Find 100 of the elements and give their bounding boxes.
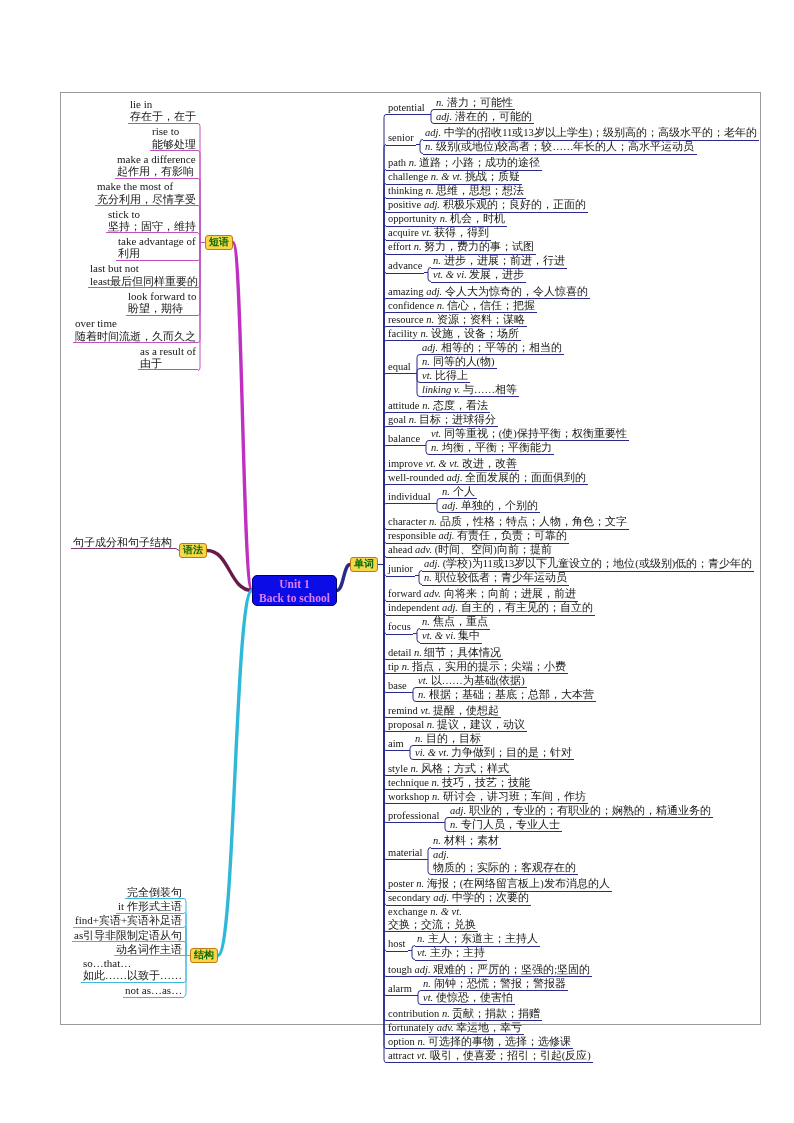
entry-label: rise to 能够处理 — [150, 125, 198, 152]
entry-label: find+宾语+宾语补足语 — [73, 914, 185, 928]
sense-label: n. 闹钟；恐慌；警报；警报器 — [421, 977, 568, 991]
subtitle-text: Back to school — [258, 590, 331, 605]
sense-label: vt. 主办；主持 — [415, 947, 487, 961]
sense-label: adj. 职业的，专业的；有职业的；娴熟的，精通业务的 — [448, 805, 713, 819]
entry-label: option n. 可选择的事物，选择；选修课 — [386, 1035, 573, 1050]
entry-label: secondary adj. 中学的；次要的 — [386, 892, 531, 906]
headword-label: focus — [386, 621, 413, 635]
sense-label: n. 材料；素材 — [431, 835, 501, 849]
sense-label: adj. 潜在的，可能的 — [434, 111, 534, 125]
entry-label: responsible adj. 有责任，负责；可靠的 — [386, 530, 570, 544]
branch-box: 结构 — [190, 948, 218, 963]
sense-label: adj. 单独的，个别的 — [440, 500, 540, 514]
branch-box: 语法 — [179, 543, 207, 558]
sense-label: n. 目的，目标 — [413, 732, 483, 747]
entry-label: resource n. 资源；资料；谋略 — [386, 313, 527, 327]
entry-label: poster n. 海报；(在网络留言板上)发布消息的人 — [386, 878, 612, 892]
entry-label: confidence n. 信心，信任；把握 — [386, 299, 538, 313]
entry-label: attract vt. 吸引，使喜爱；招引；引起(反应) — [386, 1049, 593, 1064]
branch-line — [336, 563, 351, 592]
sense-label: n. 焦点，重点 — [420, 616, 490, 630]
sense-label: n. 专门人员，专业人士 — [448, 819, 562, 833]
sense-label: linking v. 与……相等 — [420, 383, 519, 397]
entry-label: tip n. 指点，实用的提示；尖端；小费 — [386, 660, 569, 674]
entry-label: character n. 品质，性格；特点；人物，角色；文字 — [386, 516, 629, 530]
entry-label: 完全倒装句 — [125, 886, 184, 900]
entry-label: not as…as… — [123, 984, 185, 998]
connector-line — [412, 628, 421, 643]
entry-label: so…that… 如此……以致于…… — [81, 957, 184, 983]
branch-box: 单词 — [350, 557, 378, 572]
entry-label: path n. 道路；小路；成功的途径 — [386, 157, 543, 171]
connector-line — [426, 109, 435, 124]
connector-line — [423, 847, 432, 875]
sense-label: n. 级别(或地位)较高者；较……年长的人；高水平运动员 — [423, 141, 697, 155]
headword-label: equal — [386, 360, 413, 374]
headword-label: base — [386, 679, 409, 693]
headword-label: balance — [386, 432, 423, 447]
entry-label: remind vt. 提醒，使想起 — [386, 704, 502, 719]
entry-label: as引导非限制定语从句 — [72, 928, 185, 942]
entry-label: 动名词作主语 — [114, 942, 184, 957]
entry-label: positive adj. 积极乐观的；良好的，正面的 — [386, 199, 588, 213]
entry-label: forward adv. 向将来；向前；进展，前进 — [386, 588, 578, 602]
connector-line — [412, 354, 421, 397]
connector-line — [421, 440, 430, 455]
entry-label: workshop n. 研讨会，讲习班；车间，作坊 — [386, 791, 588, 805]
entry-label: challenge n. & vt. 挑战；质疑 — [386, 171, 522, 185]
headword-label: junior — [386, 563, 416, 577]
headword-label: potential — [386, 102, 427, 116]
sense-label: adj. 中学的(招收11或13岁以上学生)；级别高的；高级水平的；老年的 — [423, 127, 760, 141]
topic-box — [252, 575, 337, 606]
connector-line — [408, 687, 417, 702]
entry-label: thinking n. 思维，思想；想法 — [386, 185, 527, 199]
connector-line — [440, 817, 449, 832]
sense-label: n. 根据；基础；基底；总部，大本营 — [416, 688, 596, 702]
sense-label: n. 进步，进展；前进，行进 — [431, 255, 567, 269]
sense-label: n. 均衡，平衡；平衡能力 — [429, 441, 554, 456]
entry-label: take advantage of 利用 — [116, 235, 198, 261]
entry-label: fortunately adv. 幸运地，幸亏 — [386, 1021, 525, 1036]
sense-label: vi. & vt. 力争做到；目的是；针对 — [413, 746, 575, 761]
headword-label: alarm — [386, 982, 414, 996]
entry-label: ahead adv. (时间、空间)向前；提前 — [386, 544, 554, 558]
connector-line — [183, 898, 191, 997]
entry-label: amazing adj. 令人大为惊奇的，令人惊喜的 — [386, 285, 590, 299]
entry-label: style n. 风格；方式；样式 — [386, 763, 511, 777]
entry-label: contribution n. 贡献；捐款；捐赠 — [386, 1007, 543, 1022]
sense-label: adj. 物质的；实际的；客观存在的 — [431, 849, 578, 875]
connector-line — [173, 548, 180, 551]
sense-label: n. 潜力；可能性 — [434, 97, 515, 111]
entry-label: as a result of 由于 — [138, 344, 198, 371]
headword-label: aim — [386, 737, 406, 752]
connector-line — [423, 267, 432, 282]
entry-label: technique n. 技巧，技艺；技能 — [386, 777, 532, 791]
sense-label: vt. 以……为基础(依据) — [416, 674, 527, 688]
connector-line — [405, 745, 414, 760]
entry-label: detail n. 细节；具体情况 — [386, 646, 504, 660]
headword-label: advance — [386, 260, 425, 274]
sense-label: vt. 同等重视；(使)保持平衡；权衡重要性 — [429, 427, 629, 442]
sense-label: vt. 比得上 — [420, 369, 470, 383]
sense-label: vt. & vi. 集中 — [420, 630, 483, 644]
sense-label: vt. & vi. 发展，进步 — [431, 269, 527, 283]
branch-line — [231, 242, 254, 591]
sense-label: n. 同等的人(物) — [420, 355, 497, 369]
sense-label: adj. 相等的；平等的；相当的 — [420, 341, 564, 355]
connector-line — [415, 139, 424, 154]
headword-label: material — [386, 846, 425, 861]
entry-label: look forward to 盼望，期待 — [126, 289, 199, 316]
sense-label: adj. (学校)为11或13岁以下儿童设立的；地位(或级别)低的；青少年的 — [422, 558, 755, 572]
sense-label: n. 主人；东道主；主持人 — [415, 933, 540, 947]
entry-label: tough adj. 艰难的；严厉的；坚强的;坚固的 — [386, 963, 593, 977]
entry-label: independent adj. 自主的，有主见的；自立的 — [386, 602, 595, 616]
branch-line — [216, 589, 254, 957]
entry-label: improve vt. & vt. 改进，改善 — [386, 458, 520, 472]
connector-line — [432, 498, 441, 513]
sense-label: vt. 使惊恐，使害怕 — [421, 991, 515, 1005]
connector-line — [377, 114, 387, 1063]
connector-line — [414, 570, 423, 585]
entry-label: facility n. 设施，设备；场所 — [386, 327, 521, 341]
entry-label: effort n. 努力，费力的事；试图 — [386, 241, 537, 255]
branch-line — [206, 548, 253, 593]
